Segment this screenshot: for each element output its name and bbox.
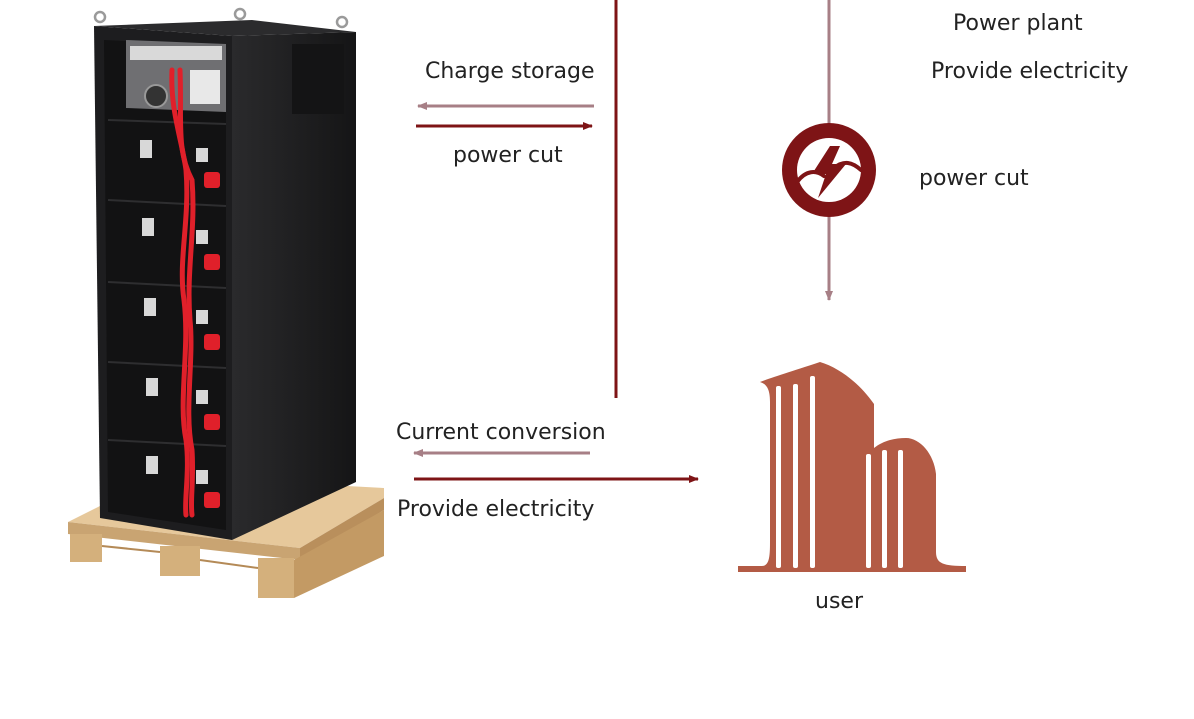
side-vent — [292, 44, 344, 114]
provide-electricity-top-label: Provide electricity — [931, 59, 1129, 84]
power-cut-right-label: power cut — [919, 166, 1029, 191]
building-icon — [738, 362, 966, 572]
battery-rack-icon — [68, 7, 384, 598]
power-cut-left-label: power cut — [453, 143, 563, 168]
user-label: user — [815, 589, 863, 614]
battery-modules — [107, 119, 227, 447]
charge-storage-label: Charge storage — [425, 59, 595, 84]
provide-electricity-bottom-label: Provide electricity — [397, 497, 595, 522]
power-plant-label: Power plant — [953, 11, 1083, 36]
power-outage-icon — [782, 123, 876, 217]
red-cables — [169, 67, 196, 518]
current-conversion-label: Current conversion — [396, 420, 606, 445]
